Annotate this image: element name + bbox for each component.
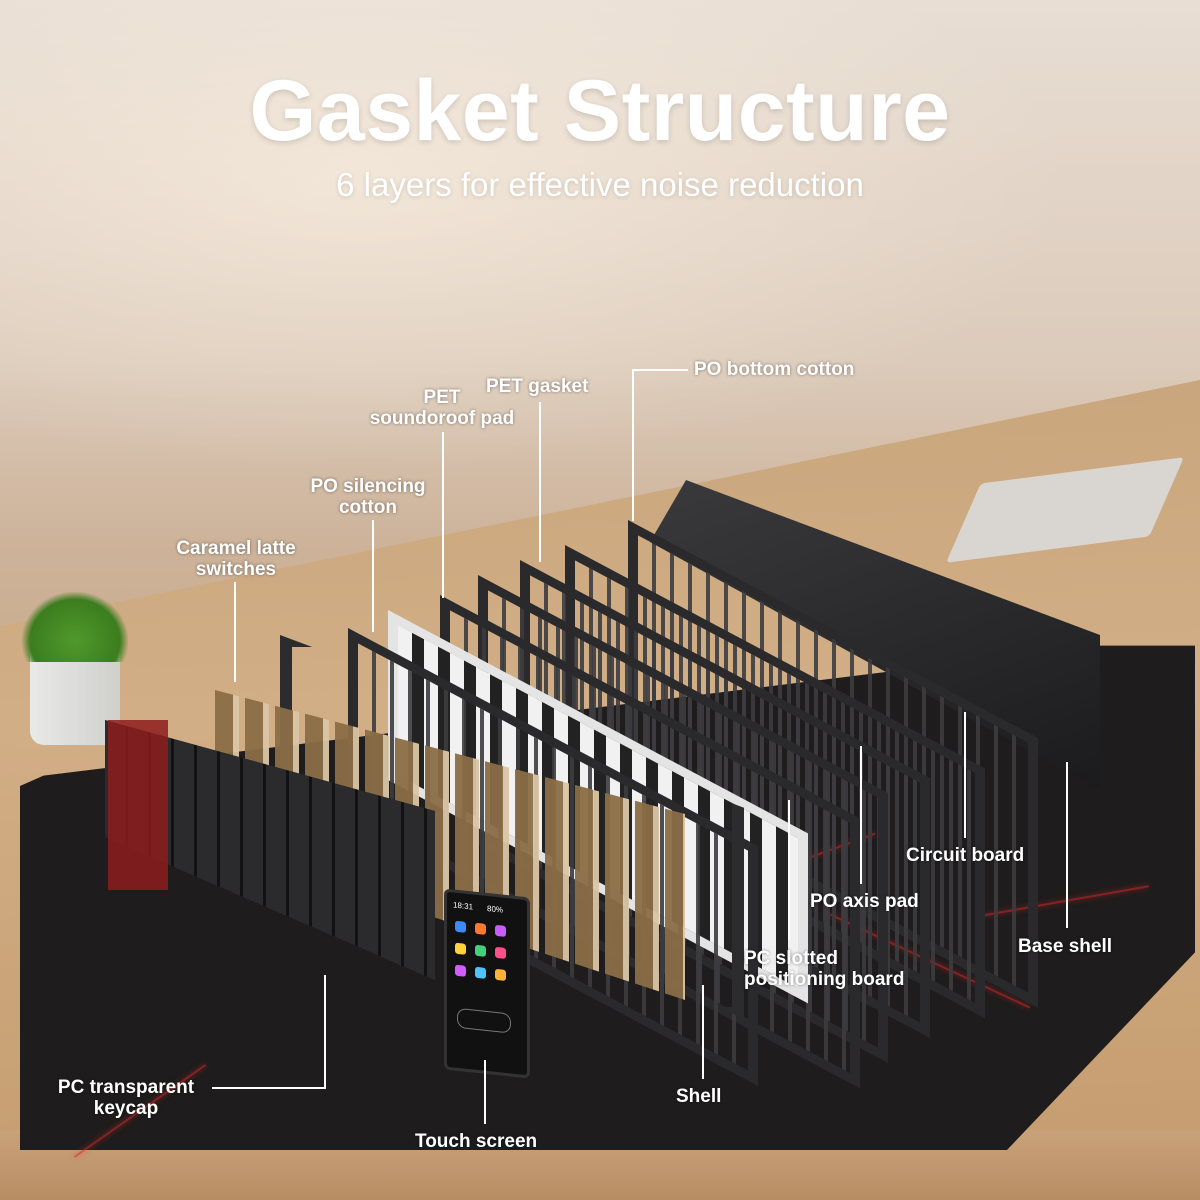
app-icon — [455, 964, 466, 977]
touch-screen-device: 18:31 80% — [444, 888, 530, 1079]
leader-line — [372, 520, 374, 632]
label-pc-keycap-line1: PC transparent — [57, 1077, 195, 1098]
label-caramel-latte-switches: Caramel latte switches — [162, 538, 310, 580]
leader-line — [964, 712, 966, 838]
label-po-silencing-line1: PO silencing — [310, 476, 426, 497]
label-po-silencing-cotton: PO silencing cotton — [300, 476, 436, 518]
label-caramel-line1: Caramel latte — [176, 538, 296, 559]
label-pet-soundproof-line2: soundoroof pad — [369, 408, 515, 429]
app-icon — [495, 946, 506, 959]
screen-time: 18:31 — [453, 900, 474, 912]
leader-line — [442, 432, 444, 598]
label-pc-transparent-keycap: PC transparent keycap — [46, 1077, 206, 1119]
screen-battery: 80% — [487, 904, 504, 915]
app-icon — [495, 968, 506, 981]
app-icon — [475, 944, 486, 957]
screen-control-bar — [457, 1007, 511, 1034]
leader-line — [539, 402, 541, 562]
label-pc-slotted-line2: positioning board — [744, 969, 905, 990]
leader-line — [234, 582, 236, 682]
app-icon — [475, 922, 486, 935]
succulent-plant — [22, 592, 128, 662]
label-pc-slotted-positioning-board: PC slotted positioning board — [744, 948, 904, 990]
label-circuit-board: Circuit board — [906, 845, 1025, 866]
leader-line — [702, 985, 704, 1079]
leader-line — [212, 1087, 326, 1089]
leader-line — [1066, 762, 1068, 928]
app-icon — [475, 966, 486, 979]
leader-line — [632, 369, 634, 521]
label-po-axis-pad: PO axis pad — [810, 891, 919, 912]
page-title: Gasket Structure — [249, 63, 951, 159]
pc-transparent-keycaps — [108, 720, 168, 890]
leader-line — [484, 1060, 486, 1124]
leader-line — [788, 800, 790, 940]
label-caramel-line2: switches — [195, 559, 277, 580]
label-pet-gasket: PET gasket — [486, 376, 589, 397]
leader-line — [860, 746, 862, 884]
page-subtitle: 6 layers for effective noise reduction — [336, 166, 864, 203]
label-pc-slotted-line1: PC slotted — [744, 948, 838, 969]
label-pet-soundproof-pad: PET soundoroof pad — [366, 387, 518, 429]
app-icon — [455, 942, 466, 955]
app-icon — [495, 924, 506, 937]
label-pc-keycap-line2: keycap — [93, 1098, 159, 1119]
leader-line — [324, 975, 326, 1089]
label-po-bottom-cotton: PO bottom cotton — [694, 359, 855, 380]
label-pet-soundproof-line1: PET — [423, 387, 461, 408]
label-touch-screen: Touch screen — [415, 1131, 538, 1152]
label-po-silencing-line2: cotton — [338, 497, 398, 518]
label-shell: Shell — [676, 1086, 722, 1107]
label-base-shell: Base shell — [1018, 936, 1112, 957]
app-icon — [455, 920, 466, 933]
leader-line — [632, 369, 688, 371]
